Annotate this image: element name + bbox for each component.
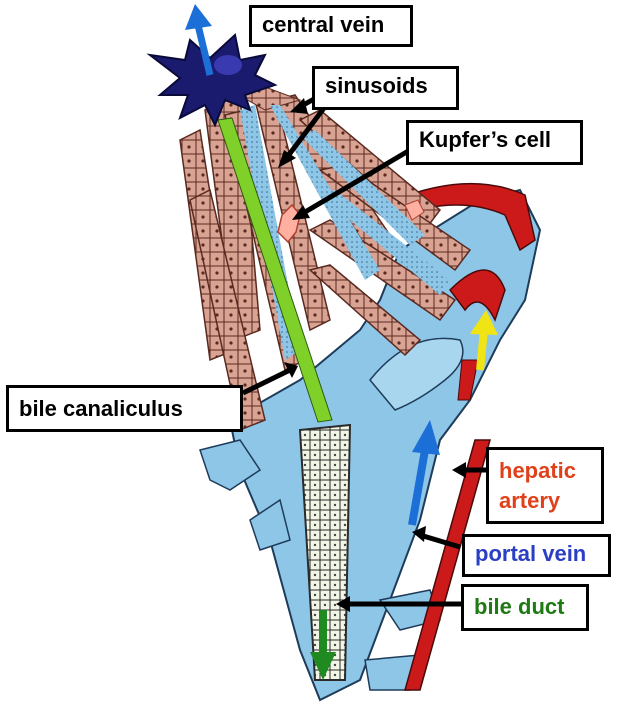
kupffer-cell-shape [277, 199, 425, 244]
central-vein-label: central vein [249, 5, 413, 47]
bile-duct-label: bile duct [461, 584, 589, 631]
bile-canaliculus-vessel [217, 117, 333, 423]
pointer-arrows [241, 87, 486, 612]
blue-flow-arrow-portal [408, 420, 440, 526]
bile-duct-vessel [298, 423, 352, 681]
portal-tissue [199, 188, 542, 702]
hepatic-artery-label: hepatic artery [486, 447, 604, 524]
central-vein-shape [146, 33, 278, 128]
yellow-flow-arrow [470, 310, 498, 371]
portal-vein-label: portal vein [462, 534, 611, 577]
blue-flow-arrow-central [185, 4, 214, 76]
hepatic-artery-vessel [394, 182, 536, 691]
sinusoids-label: sinusoids [312, 66, 459, 110]
green-flow-arrow [310, 610, 336, 680]
bile-canaliculus-label: bile canaliculus [6, 385, 243, 432]
kupffer-cell-label: Kupfer’s cell [406, 120, 583, 165]
